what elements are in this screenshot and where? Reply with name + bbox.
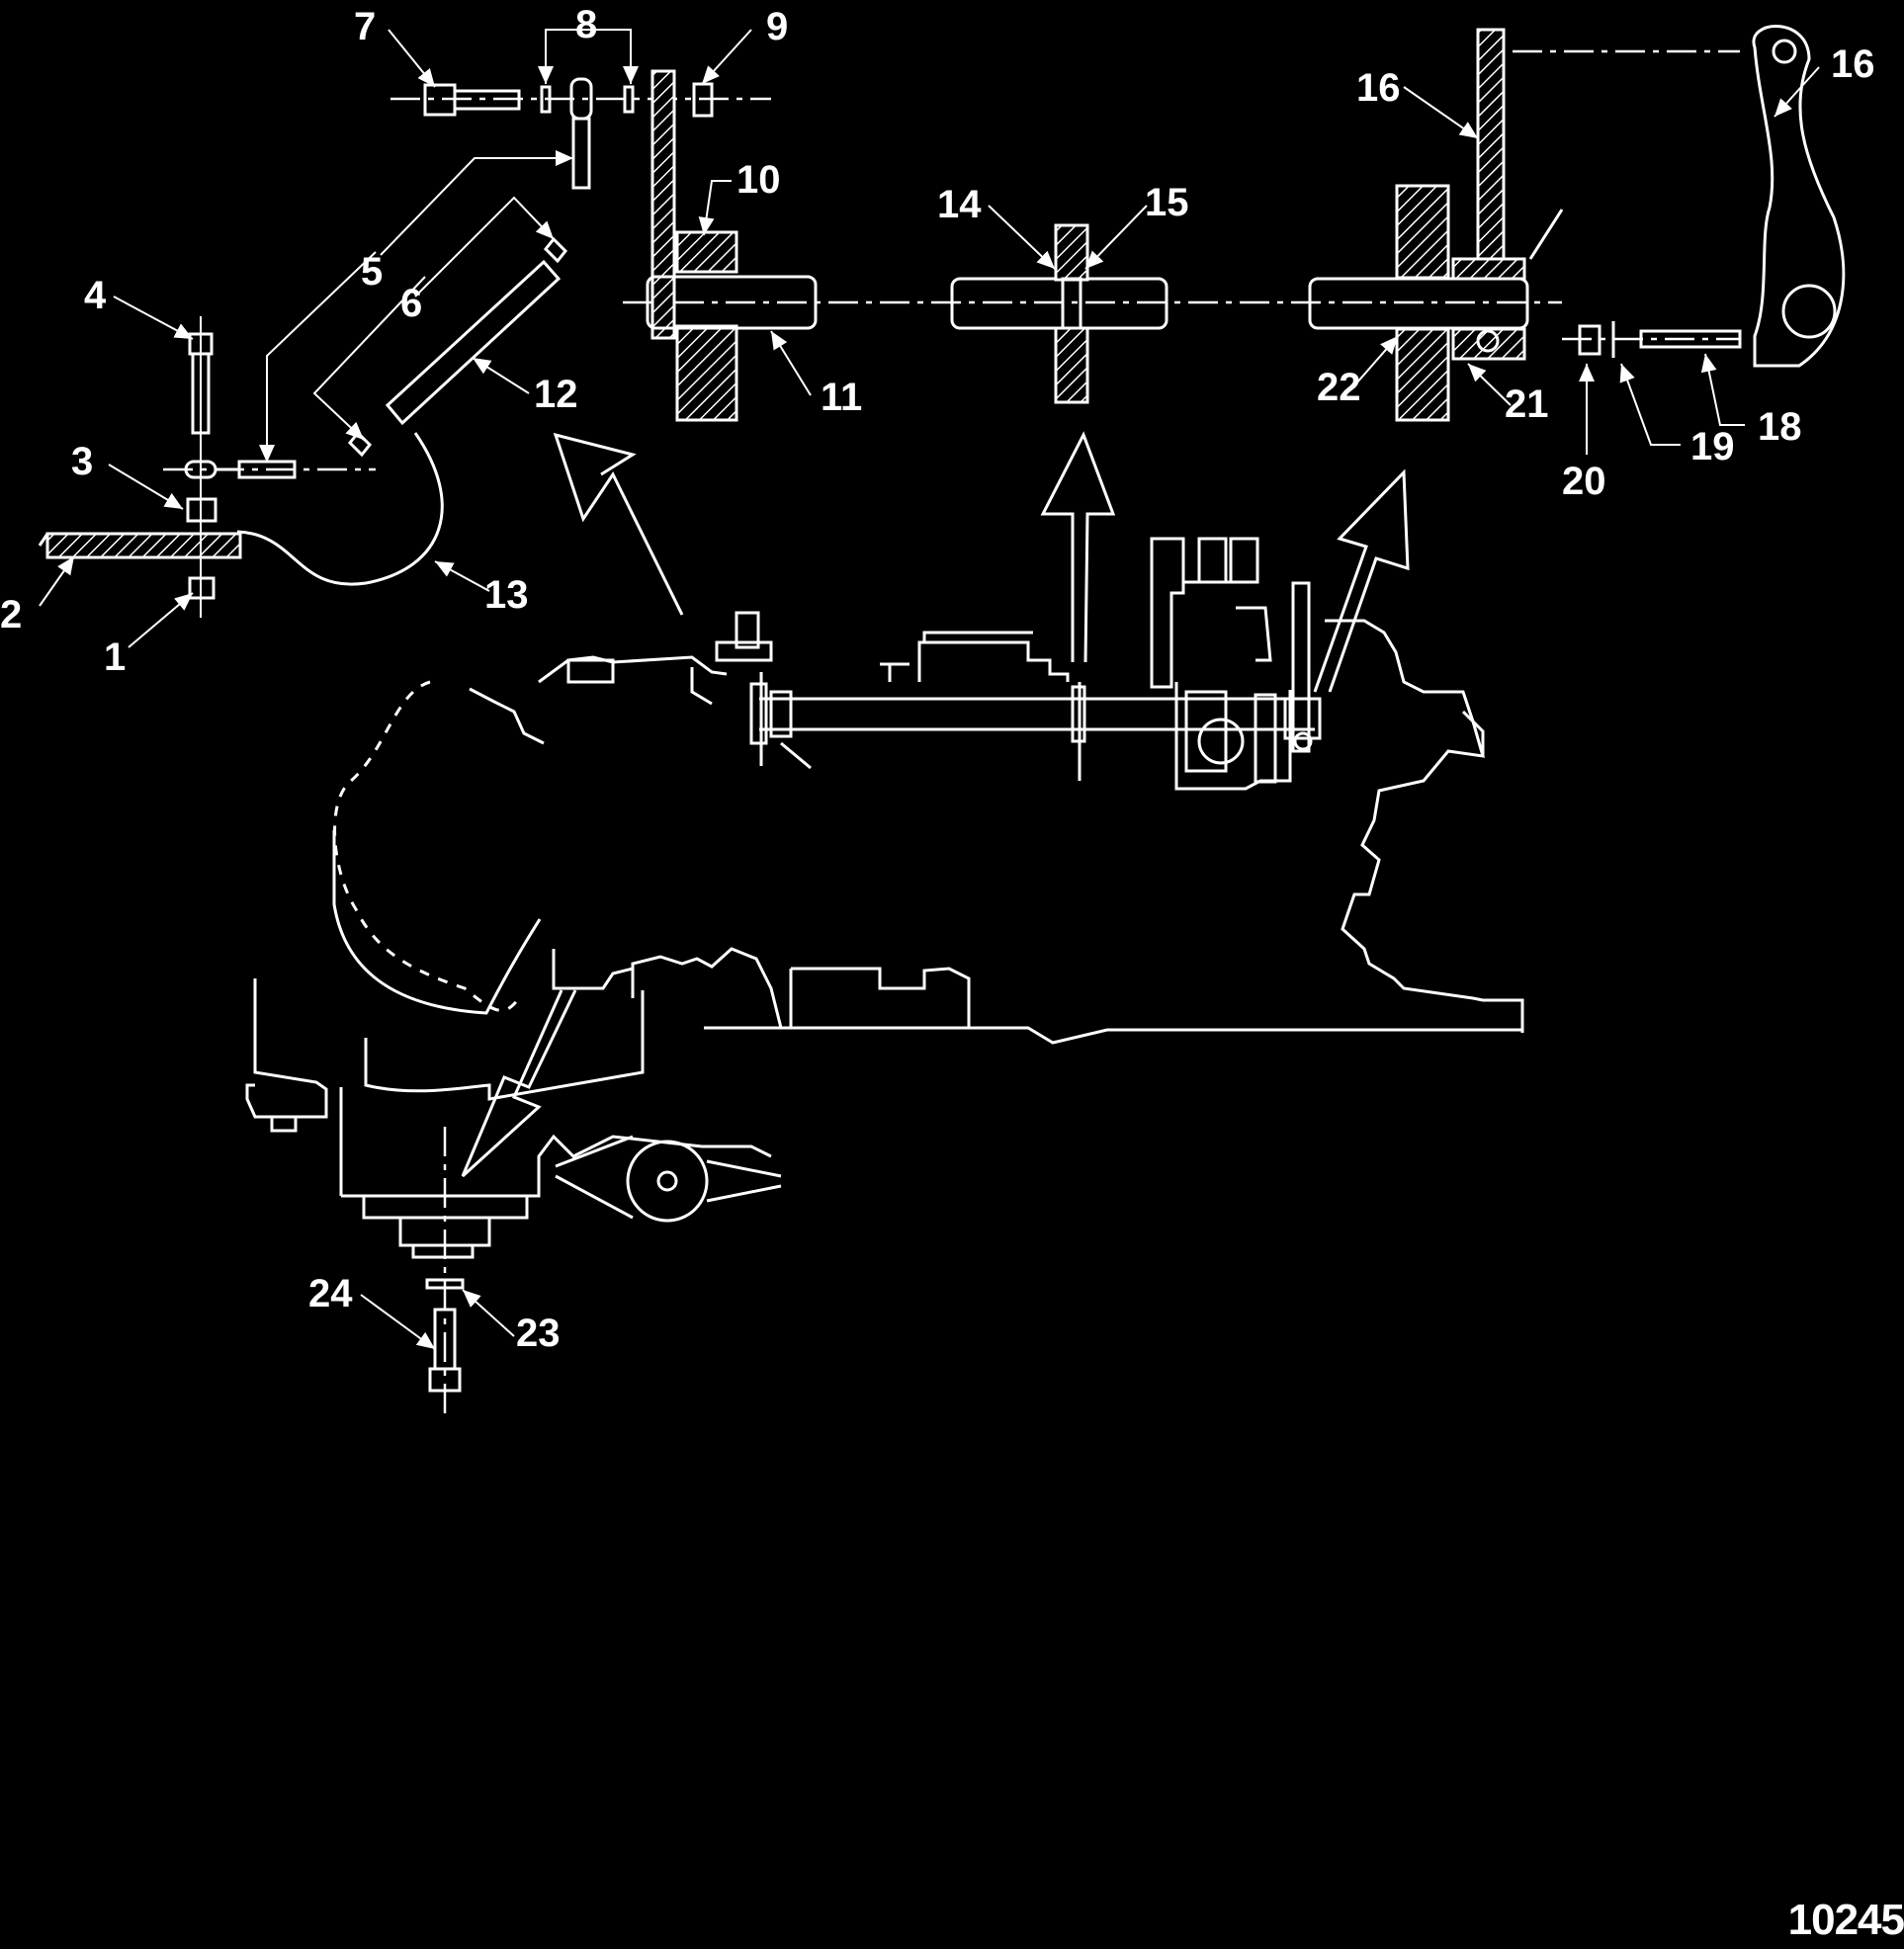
callout-16-left: 16 [1356, 66, 1401, 110]
callout-10: 10 [736, 158, 781, 202]
shaft-assembly [623, 25, 1846, 422]
callout-8: 8 [575, 3, 597, 46]
callout-23: 23 [516, 1312, 561, 1355]
callout-6: 6 [400, 282, 422, 325]
linkage-assembly [38, 77, 771, 618]
callout-7: 7 [354, 5, 376, 48]
callout-24: 24 [308, 1272, 353, 1315]
callout-22: 22 [1317, 366, 1361, 409]
callout-1: 1 [104, 636, 126, 679]
callout-3: 3 [71, 440, 93, 483]
callout-4: 4 [84, 274, 107, 317]
leader-lines [39, 29, 1820, 1350]
callout-12: 12 [534, 373, 578, 416]
callout-9: 9 [766, 5, 788, 48]
callout-15: 15 [1145, 181, 1189, 224]
callout-21: 21 [1505, 382, 1549, 426]
figure-number: 10245 [1787, 1896, 1904, 1944]
callout-16-right: 16 [1831, 42, 1875, 86]
engine-side-view [245, 537, 1524, 1415]
callout-19: 19 [1690, 425, 1735, 468]
callout-13: 13 [484, 573, 529, 617]
callout-14: 14 [937, 183, 982, 226]
callout-11: 11 [821, 376, 862, 419]
detail-arrows [461, 431, 1410, 1178]
callout-labels: 1 2 3 4 5 6 7 8 9 10 11 12 13 14 15 16 1… [0, 3, 1875, 1355]
callout-20: 20 [1562, 460, 1606, 503]
callout-18: 18 [1758, 405, 1802, 449]
callout-2: 2 [0, 593, 22, 636]
callout-5: 5 [361, 250, 383, 294]
